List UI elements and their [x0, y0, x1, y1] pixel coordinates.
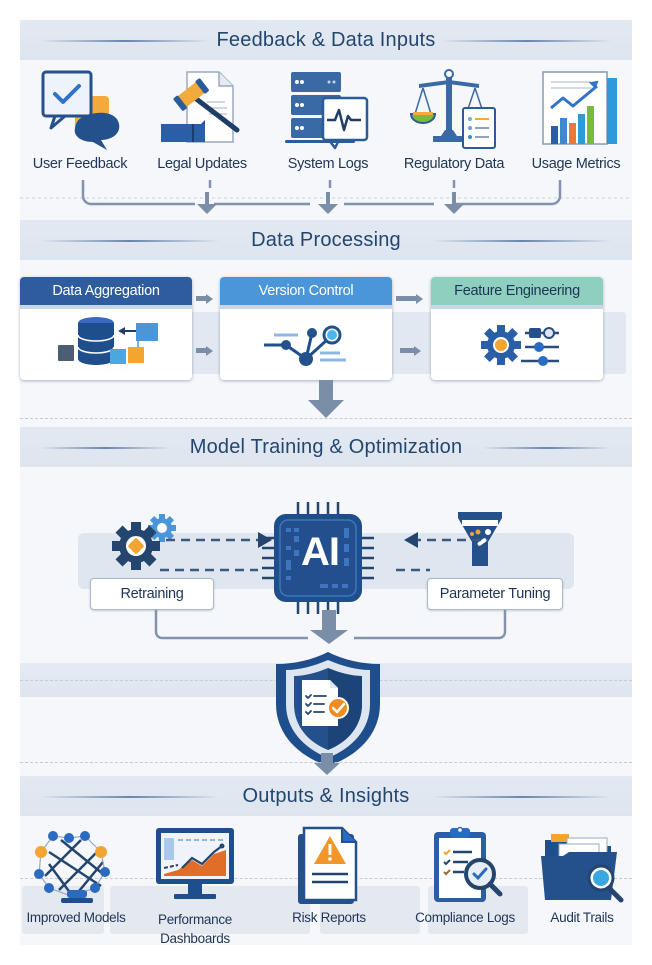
- section-header-inputs: Feedback & Data Inputs: [20, 20, 632, 60]
- section-title: Outputs & Insights: [242, 784, 410, 807]
- training-merge-connector: [154, 610, 507, 644]
- section-title: Data Processing: [251, 228, 401, 251]
- output-tile: [218, 886, 310, 934]
- input-item-user-feedback: User Feedback: [20, 68, 140, 172]
- section-title: Feedback & Data Inputs: [216, 28, 436, 51]
- output-label: Improved Models: [26, 910, 126, 925]
- input-connectors: [20, 180, 632, 214]
- output-label-line1: Performance: [158, 912, 232, 927]
- funnel-icon: [458, 512, 502, 566]
- header-rule-right: [432, 796, 612, 798]
- section-header-outputs: Outputs & Insights: [20, 776, 632, 816]
- input-label: Legal Updates: [157, 156, 247, 172]
- diagram-canvas: Feedback & Data Inputs User Feedback: [20, 20, 632, 948]
- section-header-training: Model Training & Optimization: [20, 427, 632, 467]
- input-item-legal-updates: Legal Updates: [140, 68, 264, 172]
- header-rule-right: [432, 240, 612, 242]
- training-flow-lines: [160, 532, 488, 572]
- header-rule-left: [40, 240, 220, 242]
- step-header: Version Control: [220, 277, 392, 309]
- server-pulse-icon: [285, 72, 369, 150]
- process-step-data-aggregation: Data Aggregation: [20, 277, 192, 380]
- chat-bubbles-check-icon: [41, 70, 120, 150]
- arrow-connector: [400, 348, 414, 353]
- output-item-risk-reports: Risk Reports: [264, 826, 394, 925]
- scales-document-icon: [409, 69, 496, 149]
- arrow-right-icon: [206, 345, 213, 356]
- input-item-regulatory-data: Regulatory Data: [392, 68, 516, 172]
- down-arrow-icon: [444, 192, 464, 214]
- down-arrow-icon: [314, 753, 340, 775]
- down-arrow-icon: [197, 192, 217, 214]
- output-label: Risk Reports: [292, 910, 366, 925]
- neural-network-icon: [34, 831, 110, 903]
- arrow-connector: [196, 348, 206, 353]
- input-label: Usage Metrics: [531, 156, 621, 172]
- section-title: Model Training & Optimization: [189, 435, 463, 458]
- input-label: System Logs: [287, 156, 369, 172]
- output-tile: [22, 886, 104, 934]
- step-header: Data Aggregation: [20, 277, 192, 309]
- down-arrow-icon: [308, 380, 344, 418]
- ai-chip-label: AI: [301, 530, 340, 574]
- arrow-right-icon: [414, 345, 421, 356]
- header-rule-right: [482, 447, 612, 449]
- database-blocks-icon: [58, 317, 158, 365]
- down-arrow-icon: [318, 192, 338, 214]
- section-header-processing: Data Processing: [20, 220, 632, 260]
- output-label: Audit Trails: [550, 910, 614, 925]
- header-rule-left: [40, 447, 170, 449]
- step-header: Feature Engineering: [431, 277, 603, 309]
- branch-graph-icon: [264, 325, 346, 366]
- output-item-improved-models: Improved Models: [20, 826, 132, 925]
- output-item-audit-trails: Audit Trails: [532, 826, 632, 925]
- output-label: Compliance Logs: [415, 910, 515, 925]
- arrow-right-icon: [416, 293, 423, 304]
- output-label-line2: Dashboards: [160, 931, 230, 946]
- ai-chip-icon: [262, 502, 374, 614]
- bar-chart-trend-icon: [542, 71, 617, 145]
- header-rule-left: [40, 796, 220, 798]
- header-rule-right: [442, 40, 612, 42]
- monitor-chart-icon: [156, 828, 234, 899]
- divider: [20, 418, 632, 419]
- arrow-connector: [396, 296, 416, 301]
- header-rule-left: [40, 40, 210, 42]
- gear-sliders-icon: [481, 325, 559, 366]
- input-label: Regulatory Data: [403, 156, 505, 172]
- input-label: User Feedback: [32, 156, 128, 172]
- folder-magnifier-icon: [541, 834, 624, 903]
- arrow-connector: [196, 296, 206, 301]
- process-step-feature-engineering: Feature Engineering: [431, 277, 603, 380]
- gears-icon: [112, 514, 176, 570]
- output-item-compliance-logs: Compliance Logs: [398, 826, 532, 925]
- shield-checklist-icon: [276, 652, 380, 766]
- arrow-right-icon: [206, 293, 213, 304]
- retraining-box: Retraining: [90, 578, 214, 610]
- warning-document-icon: [298, 826, 358, 904]
- input-item-system-logs: System Logs: [268, 68, 388, 172]
- input-item-usage-metrics: Usage Metrics: [520, 68, 632, 172]
- clipboard-magnifier-icon: [434, 826, 503, 902]
- gavel-document-icon: [161, 71, 240, 143]
- process-step-version-control: Version Control: [220, 277, 392, 380]
- parameter-tuning-box: Parameter Tuning: [427, 578, 563, 610]
